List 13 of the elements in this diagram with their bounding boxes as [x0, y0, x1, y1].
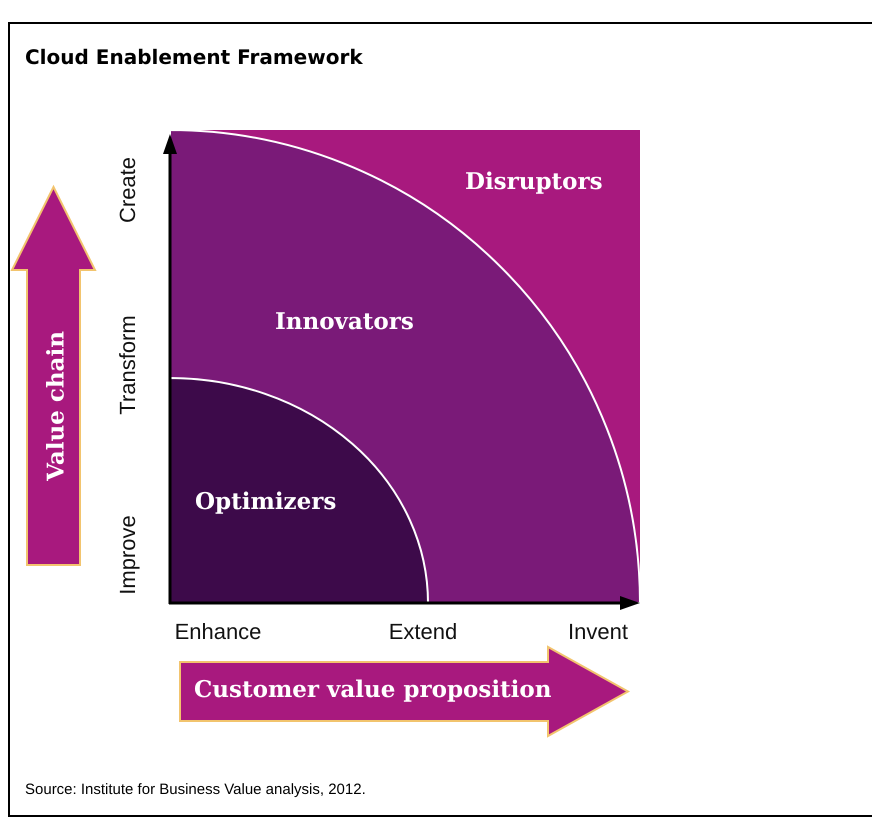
arrow-label: Customer value proposition	[194, 676, 552, 702]
region-label: Innovators	[275, 308, 414, 335]
axis-tick-label: Invent	[568, 619, 628, 645]
region-label: Disruptors	[465, 168, 603, 195]
diagram-title: Cloud Enablement Framework	[25, 45, 363, 69]
axis-tick-label: Transform	[115, 315, 141, 415]
region-label: Optimizers	[195, 488, 336, 515]
axis-tick-label: Enhance	[174, 619, 262, 645]
axis-tick-label: Create	[115, 156, 141, 224]
axis-tick-label: Extend	[388, 619, 458, 645]
source-note: Source: Institute for Business Value analysis, 2012.	[25, 781, 366, 798]
arrow-label: Value chain	[42, 331, 69, 481]
axis-tick-label: Improve	[115, 515, 141, 595]
